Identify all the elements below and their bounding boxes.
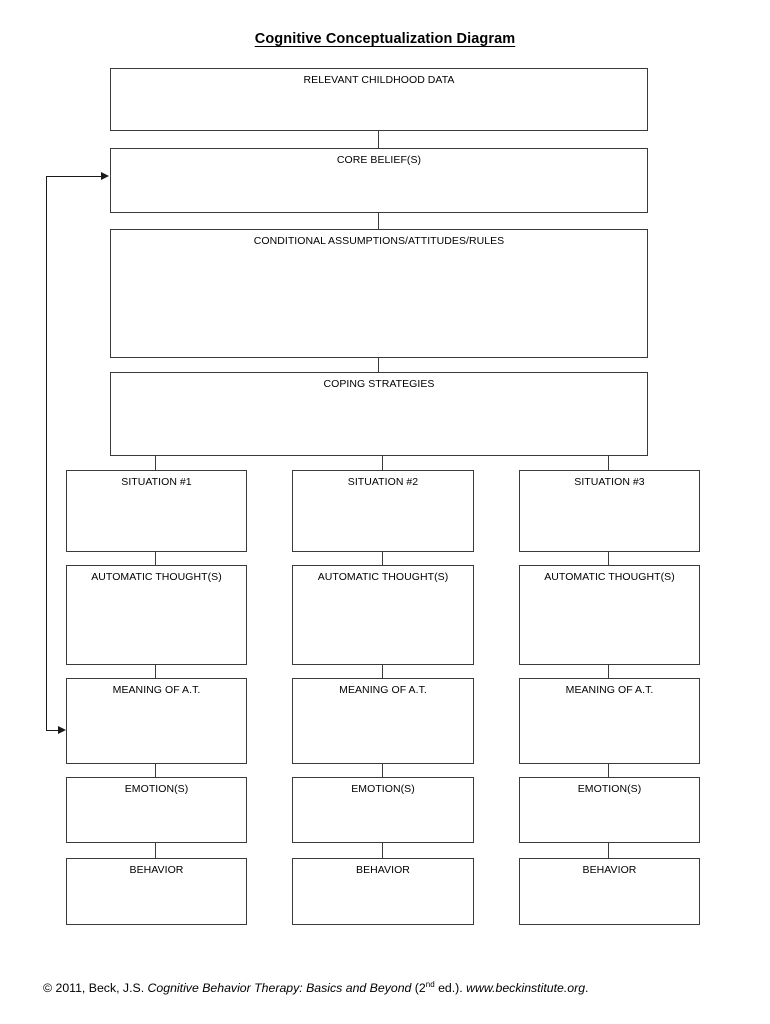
connector-coping-to-situation-2 [382, 456, 384, 470]
connector-meaning-1-to-emotion-1 [155, 764, 157, 777]
box-conditional-assumptions[interactable]: CONDITIONAL ASSUMPTIONS/ATTITUDES/RULES [110, 229, 648, 358]
box-label-meaning-of-at-2: MEANING OF A.T. [339, 684, 427, 696]
box-behavior-3[interactable]: BEHAVIOR [519, 858, 700, 925]
connector-coping-to-situation-3 [608, 456, 610, 470]
connector-meaning-2-to-emotion-2 [382, 764, 384, 777]
box-label-conditional-assumptions: CONDITIONAL ASSUMPTIONS/ATTITUDES/RULES [253, 235, 505, 247]
box-situation-3[interactable]: SITUATION #3 [519, 470, 700, 552]
footer-edition-superscript: nd [425, 979, 435, 989]
box-label-emotions-3: EMOTION(S) [577, 783, 642, 795]
connector-assumptions-to-coping [378, 358, 380, 372]
connector-emotion-2-to-behavior-2 [382, 843, 384, 858]
footer-period: . [585, 981, 589, 995]
page-title-text: Cognitive Conceptualization Diagram [254, 31, 516, 47]
feedback-loop-bottom-arrowhead [58, 726, 66, 734]
box-label-coping-strategies: COPING STRATEGIES [323, 378, 435, 390]
box-behavior-2[interactable]: BEHAVIOR [292, 858, 474, 925]
feedback-loop-top-arrowhead [101, 172, 109, 180]
box-label-behavior-3: BEHAVIOR [582, 864, 637, 876]
connector-at-2-to-meaning-2 [382, 665, 384, 678]
feedback-loop-top-line [46, 176, 104, 178]
box-automatic-thought-2[interactable]: AUTOMATIC THOUGHT(S) [292, 565, 474, 665]
connector-situation-1-to-at-1 [155, 552, 157, 565]
box-meaning-of-at-2[interactable]: MEANING OF A.T. [292, 678, 474, 764]
footer-edition-prefix: (2 [411, 981, 426, 995]
box-emotions-1[interactable]: EMOTION(S) [66, 777, 247, 843]
connector-at-3-to-meaning-3 [608, 665, 610, 678]
box-label-core-beliefs: CORE BELIEF(S) [336, 154, 422, 166]
box-emotions-3[interactable]: EMOTION(S) [519, 777, 700, 843]
connector-emotion-1-to-behavior-1 [155, 843, 157, 858]
box-label-meaning-of-at-1: MEANING OF A.T. [112, 684, 201, 696]
box-situation-1[interactable]: SITUATION #1 [66, 470, 247, 552]
footer-book-title: Cognitive Behavior Therapy: Basics and B… [147, 981, 412, 995]
box-label-relevant-childhood-data: RELEVANT CHILDHOOD DATA [303, 74, 455, 86]
box-situation-2[interactable]: SITUATION #2 [292, 470, 474, 552]
box-core-beliefs[interactable]: CORE BELIEF(S) [110, 148, 648, 213]
box-automatic-thought-1[interactable]: AUTOMATIC THOUGHT(S) [66, 565, 247, 665]
box-label-meaning-of-at-3: MEANING OF A.T. [565, 684, 654, 696]
box-label-situation-3: SITUATION #3 [574, 476, 645, 488]
connector-situation-2-to-at-2 [382, 552, 384, 565]
box-automatic-thought-3[interactable]: AUTOMATIC THOUGHT(S) [519, 565, 700, 665]
box-meaning-of-at-1[interactable]: MEANING OF A.T. [66, 678, 247, 764]
box-label-behavior-1: BEHAVIOR [129, 864, 184, 876]
connector-at-1-to-meaning-1 [155, 665, 157, 678]
box-label-automatic-thought-3: AUTOMATIC THOUGHT(S) [544, 571, 675, 583]
box-label-automatic-thought-2: AUTOMATIC THOUGHT(S) [317, 571, 449, 583]
box-coping-strategies[interactable]: COPING STRATEGIES [110, 372, 648, 456]
page-title: Cognitive Conceptualization Diagram [0, 31, 770, 47]
connector-emotion-3-to-behavior-3 [608, 843, 610, 858]
box-behavior-1[interactable]: BEHAVIOR [66, 858, 247, 925]
connector-situation-3-to-at-3 [608, 552, 610, 565]
box-emotions-2[interactable]: EMOTION(S) [292, 777, 474, 843]
box-meaning-of-at-3[interactable]: MEANING OF A.T. [519, 678, 700, 764]
box-relevant-childhood-data[interactable]: RELEVANT CHILDHOOD DATA [110, 68, 648, 131]
feedback-loop-bottom-line [46, 730, 59, 732]
connector-coping-to-situation-1 [155, 456, 157, 470]
box-label-emotions-1: EMOTION(S) [124, 783, 189, 795]
footer-copyright: © 2011, Beck, J.S. [43, 981, 148, 995]
box-label-automatic-thought-1: AUTOMATIC THOUGHT(S) [91, 571, 222, 583]
footer-citation: © 2011, Beck, J.S. Cognitive Behavior Th… [43, 980, 588, 996]
connector-meaning-3-to-emotion-3 [608, 764, 610, 777]
feedback-loop-vertical-line [46, 176, 48, 731]
connector-childhood-to-corebelief [378, 131, 380, 148]
footer-website-link[interactable]: www.beckinstitute.org [466, 981, 586, 995]
connector-corebelief-to-assumptions [378, 213, 380, 229]
footer-edition-suffix: ed.). [434, 981, 467, 995]
box-label-situation-2: SITUATION #2 [347, 476, 419, 488]
box-label-emotions-2: EMOTION(S) [351, 783, 415, 795]
box-label-situation-1: SITUATION #1 [121, 476, 192, 488]
box-label-behavior-2: BEHAVIOR [356, 864, 410, 876]
